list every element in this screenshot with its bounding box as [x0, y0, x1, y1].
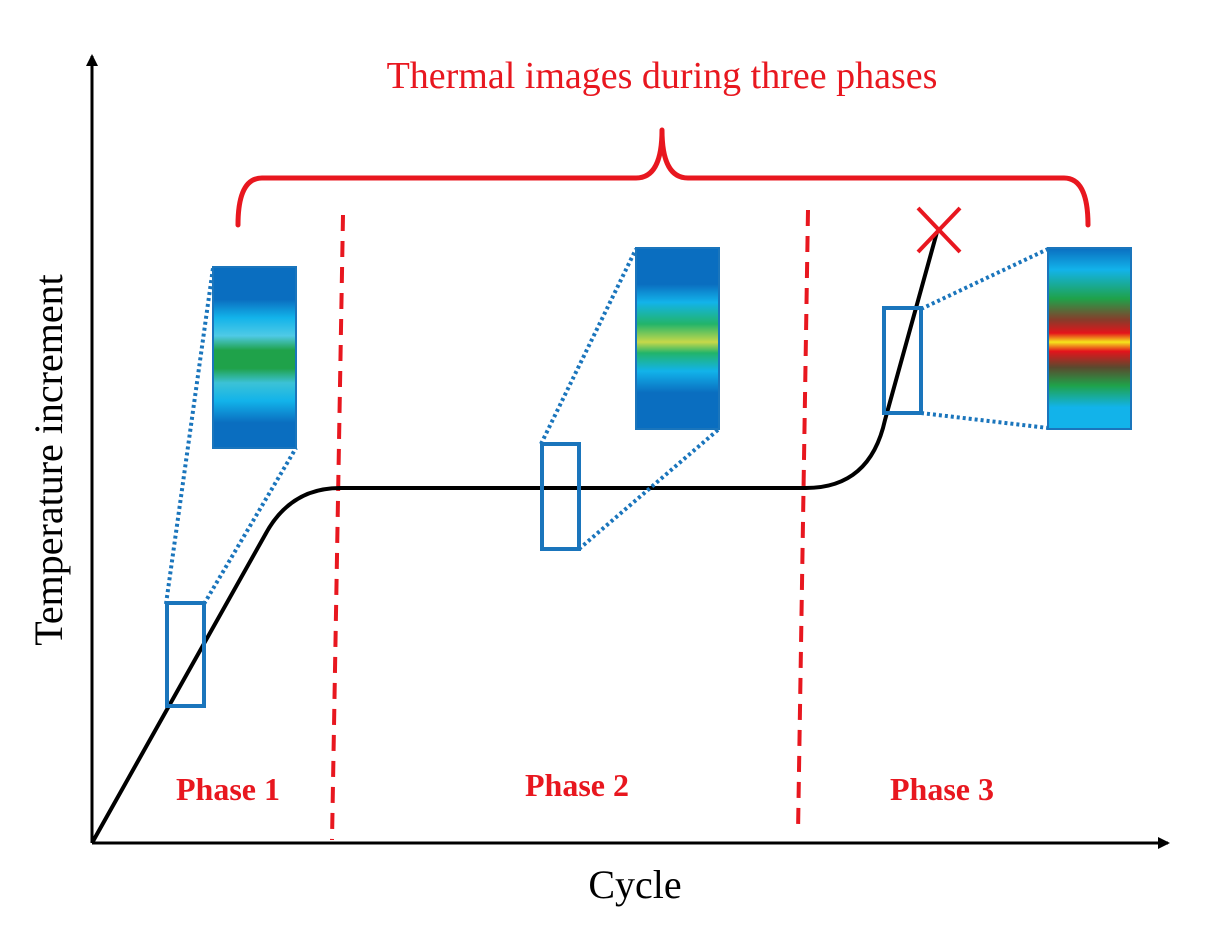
x-axis-label: Cycle: [588, 862, 681, 907]
phase-1-thermal-callout: [164, 266, 298, 708]
temperature-curve: [90, 231, 939, 844]
phase-2-thermal-image: [635, 247, 720, 430]
cross-icon: [916, 206, 962, 254]
phase-3-inspection-box: [882, 306, 923, 415]
phase-1-label: Phase 1: [176, 771, 280, 807]
phase-2-inspection-box: [540, 442, 581, 551]
phase-brace: [235, 127, 1091, 228]
phase-3-thermal-image: [1047, 247, 1132, 430]
phase-divider-1: [330, 214, 345, 841]
phase-1-thermal-image: [212, 266, 297, 449]
diagram-title: Thermal images during three phases: [387, 55, 938, 97]
phase-2-label: Phase 2: [525, 767, 629, 803]
phase-3-thermal-callout: [882, 247, 1132, 430]
phase-divider-2: [796, 209, 810, 834]
phase-3-label: Phase 3: [890, 771, 994, 807]
y-axis-label: Temperature increment: [26, 274, 71, 645]
phase-1-inspection-box: [165, 601, 206, 708]
phase-2-thermal-callout: [539, 247, 721, 551]
